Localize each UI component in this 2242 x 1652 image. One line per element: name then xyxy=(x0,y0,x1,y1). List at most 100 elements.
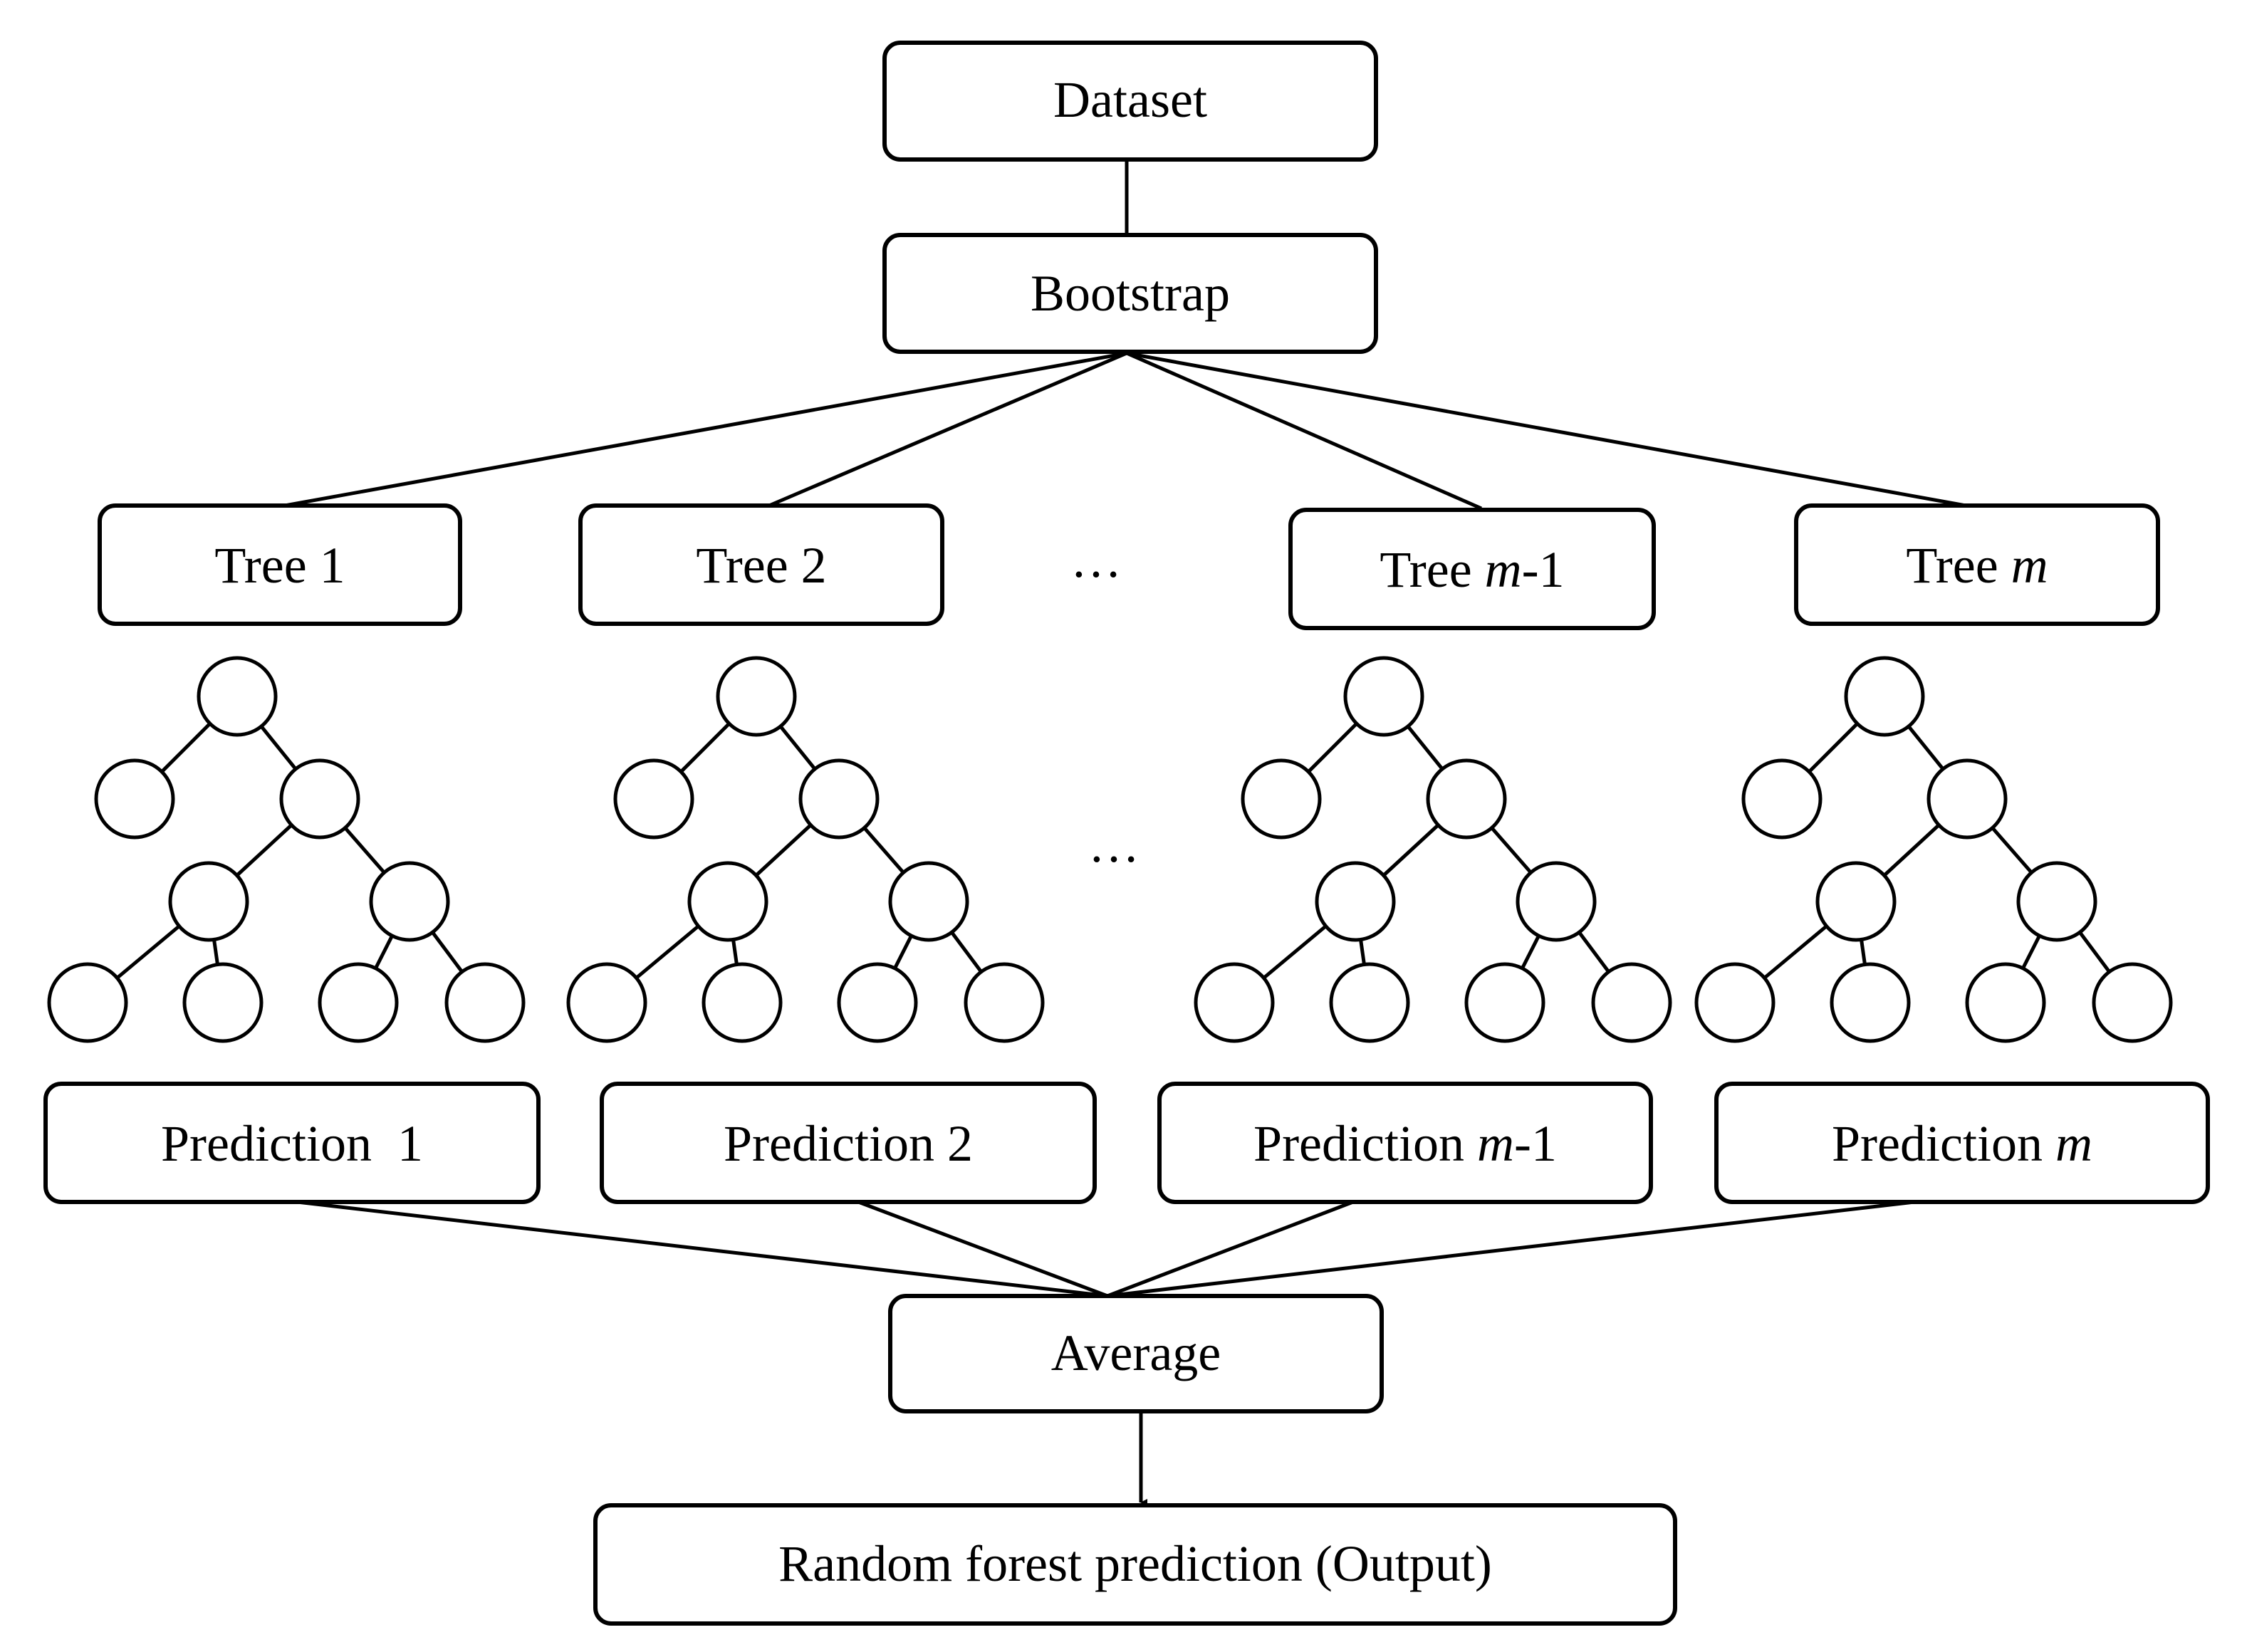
tree-edge xyxy=(862,826,905,874)
tree-edge xyxy=(1907,725,1945,770)
tree-node xyxy=(687,861,768,942)
tree-edge xyxy=(1763,924,1828,980)
tree-edge xyxy=(778,725,817,770)
bootstrap-tree-m-1-link xyxy=(1125,351,1483,511)
tree-node xyxy=(1965,962,2046,1043)
tree-node xyxy=(1315,861,1396,942)
tree-node xyxy=(888,861,969,942)
decision-tree-icon xyxy=(1194,656,1672,1043)
tree-edge xyxy=(1882,823,1941,877)
tree-node xyxy=(1844,656,1925,737)
tree-node xyxy=(964,962,1045,1043)
decision-tree-icons xyxy=(47,656,2173,1043)
tree-node xyxy=(94,758,175,840)
tree-node xyxy=(1194,962,1275,1043)
tree-label-2: Tree 2 xyxy=(696,537,826,594)
tree-node xyxy=(1343,656,1424,737)
dataset-box: Dataset xyxy=(882,41,1378,162)
bootstrap-box: Bootstrap xyxy=(882,233,1378,354)
tree-edge xyxy=(374,935,394,969)
tree-ellipsis: … xyxy=(1070,531,1123,588)
tree-edge xyxy=(754,823,813,877)
tree-edge xyxy=(1307,722,1358,773)
tree-node xyxy=(1591,962,1672,1043)
tree-label-m: Tree m xyxy=(1906,537,2048,594)
tree-edge xyxy=(1262,924,1328,980)
dataset-label: Dataset xyxy=(1053,71,1207,128)
tree-edge xyxy=(1521,935,1540,969)
tree-node xyxy=(1464,962,1545,1043)
tree-edge xyxy=(1578,931,1610,973)
output-box: Random forest prediction (Output) xyxy=(593,1503,1677,1626)
tree-edge xyxy=(212,939,219,965)
tree-node xyxy=(1426,758,1507,840)
prediction-box-m: Prediction m xyxy=(1714,1082,2210,1204)
tree-edge xyxy=(259,725,298,770)
tree-node xyxy=(1694,962,1776,1043)
decision-tree-icon xyxy=(1694,656,2173,1043)
tree-edge xyxy=(1406,725,1444,770)
prediction-box-m-1: Prediction m-1 xyxy=(1157,1082,1653,1204)
bootstrap-tree-1-link xyxy=(284,351,1127,508)
tree-node xyxy=(168,861,249,942)
tree-box-1: Tree 1 xyxy=(98,503,462,626)
tree-edge xyxy=(431,931,464,973)
tree-box-m: Tree m xyxy=(1794,503,2160,626)
tree-node xyxy=(2092,962,2173,1043)
tree-node xyxy=(279,758,360,840)
tree-node xyxy=(182,962,264,1043)
tree-node xyxy=(566,962,647,1043)
tree-edge xyxy=(1808,722,1859,773)
tree-node xyxy=(318,962,399,1043)
connector-lines xyxy=(284,161,1966,1506)
tree-node xyxy=(1241,758,1322,840)
prediction-label-m-1: Prediction m-1 xyxy=(1253,1115,1557,1172)
tree-edge xyxy=(1991,826,2033,874)
tree-node xyxy=(798,758,880,840)
decision-tree-icon xyxy=(47,656,526,1043)
tree-node xyxy=(1329,962,1410,1043)
prediction-label-m: Prediction m xyxy=(1832,1115,2092,1172)
tree-edge xyxy=(731,939,739,965)
tree-edge xyxy=(1359,939,1366,965)
tree-node xyxy=(197,656,278,737)
tree-edge xyxy=(1382,823,1440,877)
tree-edge xyxy=(235,823,293,877)
bootstrap-label: Bootstrap xyxy=(1031,265,1230,322)
tree-edge xyxy=(1860,939,1867,965)
decision-tree-ellipsis: … xyxy=(1088,816,1141,873)
tree-node xyxy=(1741,758,1823,840)
tree-node xyxy=(1926,758,2008,840)
average-label: Average xyxy=(1051,1324,1221,1381)
prediction-label-1: Prediction 1 xyxy=(161,1115,423,1172)
tree-node xyxy=(837,962,918,1043)
tree-edge xyxy=(679,722,731,773)
tree-edge xyxy=(950,931,983,973)
decision-tree-icon xyxy=(566,656,1045,1043)
tree-node xyxy=(613,758,694,840)
tree-node xyxy=(1815,861,1897,942)
prediction-m-1-average-link xyxy=(1107,1198,1357,1298)
tree-edge xyxy=(1490,826,1533,874)
tree-node xyxy=(2016,861,2097,942)
bootstrap-tree-m-link xyxy=(1126,351,1966,508)
tree-edge xyxy=(343,826,386,874)
tree-node xyxy=(444,962,526,1043)
bootstrap-tree-2-link xyxy=(768,351,1127,508)
tree-node xyxy=(716,656,797,737)
tree-label-m-1: Tree m-1 xyxy=(1380,541,1564,598)
prediction-1-average-link xyxy=(284,1198,1108,1298)
tree-box-m-1: Tree m-1 xyxy=(1288,508,1656,630)
prediction-label-2: Prediction 2 xyxy=(724,1115,973,1172)
tree-node xyxy=(369,861,450,942)
tree-edge xyxy=(160,722,212,773)
output-label: Random forest prediction (Output) xyxy=(778,1535,1492,1592)
tree-node xyxy=(1830,962,1911,1043)
tree-node xyxy=(1516,861,1597,942)
tree-box-2: Tree 2 xyxy=(578,503,944,626)
tree-node xyxy=(47,962,128,1043)
prediction-2-average-link xyxy=(854,1198,1108,1298)
prediction-box-2: Prediction 2 xyxy=(600,1082,1097,1204)
prediction-m-average-link xyxy=(1107,1198,1927,1298)
